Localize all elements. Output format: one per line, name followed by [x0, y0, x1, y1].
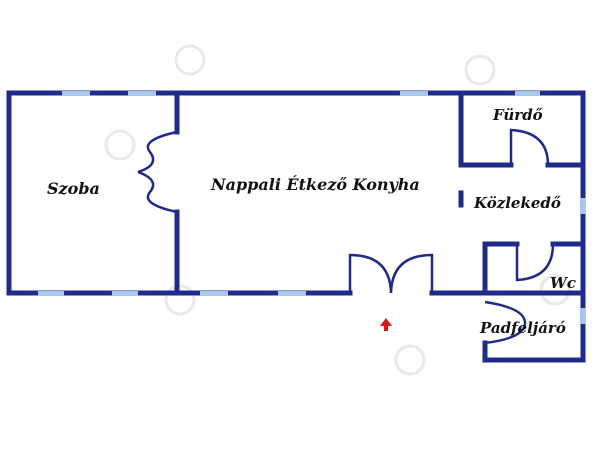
window — [38, 291, 64, 296]
room-label-wc: Wc — [550, 274, 576, 292]
room-label-kozlekedo: Közlekedő — [473, 194, 561, 212]
window — [580, 308, 586, 324]
window — [580, 198, 586, 214]
window — [112, 291, 138, 296]
window — [278, 291, 306, 296]
room-label-nappali: Nappali Étkező Konyha — [210, 174, 420, 194]
room-label-padfeljaro: Padfeljáró — [479, 319, 566, 337]
door-furdo — [509, 128, 550, 166]
watermark — [104, 44, 571, 376]
window — [515, 91, 540, 96]
door-padfeljaro — [484, 300, 527, 345]
door-wc — [515, 243, 555, 282]
windows — [38, 91, 586, 324]
entrance-arrow — [380, 318, 392, 331]
window — [200, 291, 228, 296]
window — [400, 91, 428, 96]
doors — [137, 128, 555, 345]
door-szoba — [137, 130, 178, 214]
room-label-szoba: Szoba — [47, 179, 100, 198]
window — [128, 91, 156, 96]
door-entrance — [348, 253, 434, 294]
window — [62, 91, 90, 96]
room-label-furdo: Fürdő — [492, 106, 543, 124]
